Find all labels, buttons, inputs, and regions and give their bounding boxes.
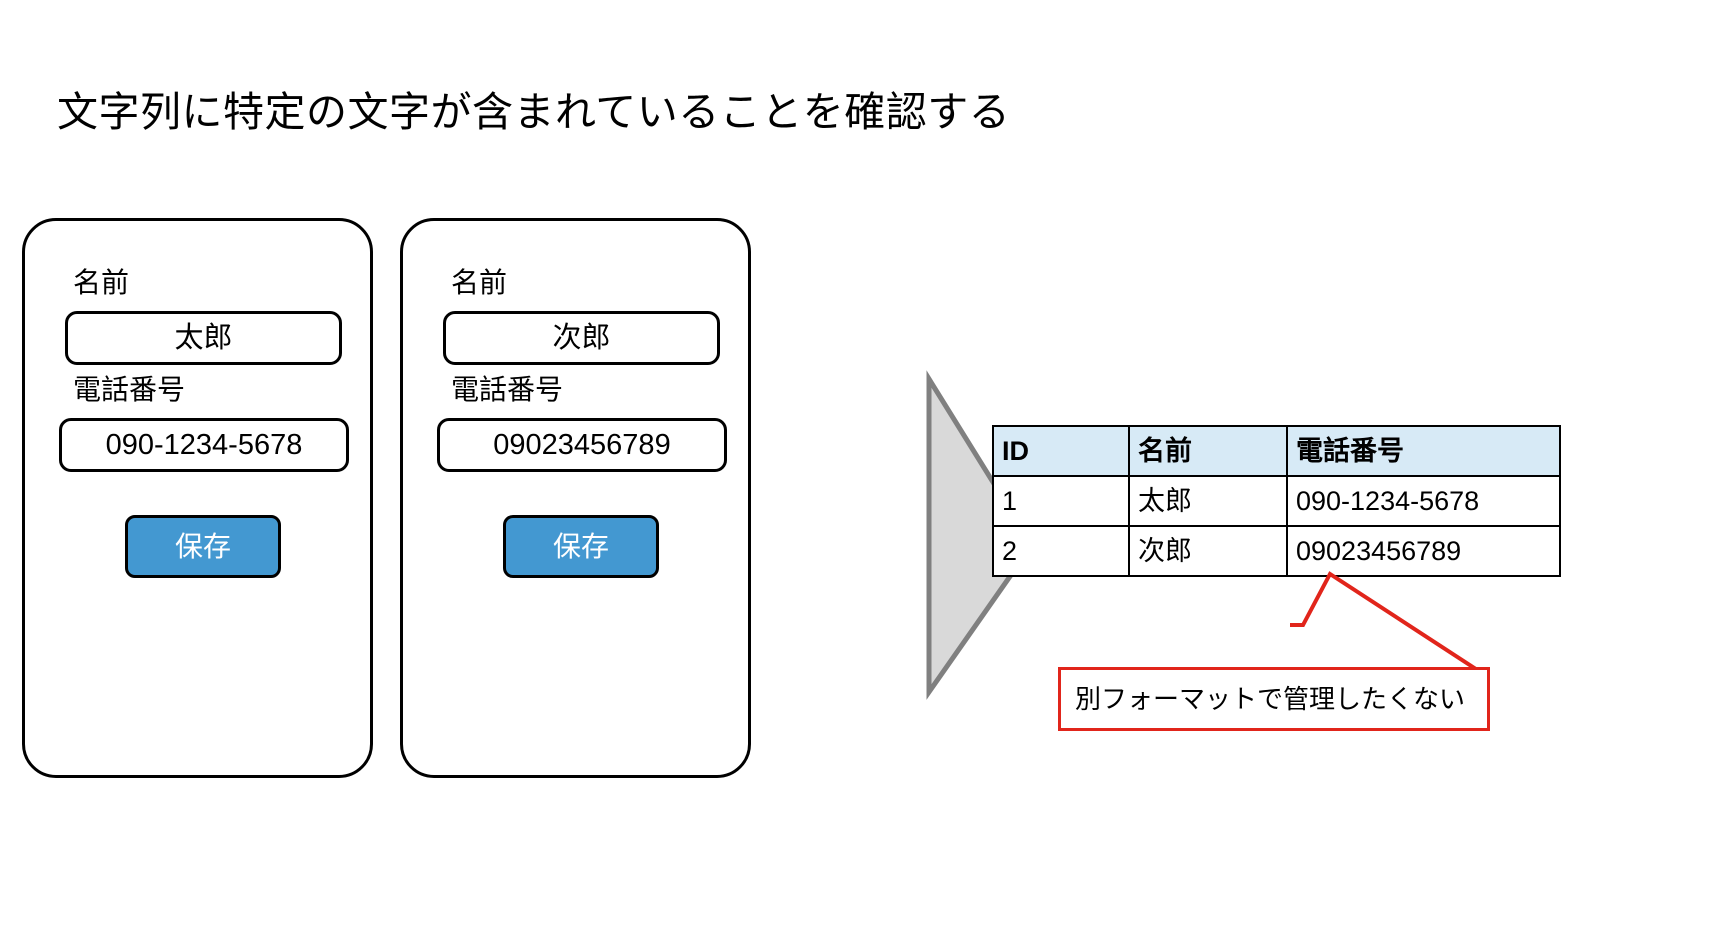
records-table: ID 名前 電話番号 1 太郎 090-1234-5678 2 次郎 09023… xyxy=(992,425,1561,577)
name-input-value: 次郎 xyxy=(552,321,611,354)
phone-label: 電話番号 xyxy=(73,374,186,405)
name-input-value: 太郎 xyxy=(174,321,233,354)
cell-id: 1 xyxy=(992,475,1130,527)
table-header-row: ID 名前 電話番号 xyxy=(992,425,1561,477)
column-header-id: ID xyxy=(992,425,1130,477)
table-row: 2 次郎 09023456789 xyxy=(992,525,1561,577)
callout-text: 別フォーマットで管理したくない xyxy=(1075,684,1466,714)
cell-tel: 090-1234-5678 xyxy=(1286,475,1561,527)
column-header-name: 名前 xyxy=(1128,425,1288,477)
table-row: 1 太郎 090-1234-5678 xyxy=(992,475,1561,527)
cell-tel: 09023456789 xyxy=(1286,525,1561,577)
form-card-1: 名前 太郎 電話番号 090-1234-5678 保存 xyxy=(22,218,373,778)
column-header-tel: 電話番号 xyxy=(1286,425,1561,477)
form-card-2: 名前 次郎 電話番号 09023456789 保存 xyxy=(400,218,751,778)
save-button[interactable]: 保存 xyxy=(125,515,281,578)
callout-leader-line xyxy=(1290,571,1482,670)
name-label: 名前 xyxy=(73,267,130,298)
triangle-right-icon xyxy=(926,370,1035,700)
save-button[interactable]: 保存 xyxy=(503,515,659,578)
name-label: 名前 xyxy=(451,267,508,298)
phone-label: 電話番号 xyxy=(451,374,564,405)
callout-box: 別フォーマットで管理したくない xyxy=(1058,667,1490,731)
phone-input-value: 090-1234-5678 xyxy=(105,428,303,461)
phone-input[interactable]: 09023456789 xyxy=(437,418,727,472)
phone-input-value: 09023456789 xyxy=(493,428,671,461)
name-input[interactable]: 次郎 xyxy=(443,311,720,365)
cell-id: 2 xyxy=(992,525,1130,577)
cell-name: 次郎 xyxy=(1128,525,1288,577)
name-input[interactable]: 太郎 xyxy=(65,311,342,365)
cell-name: 太郎 xyxy=(1128,475,1288,527)
page-title: 文字列に特定の文字が含まれていることを確認する xyxy=(57,89,1011,135)
phone-input[interactable]: 090-1234-5678 xyxy=(59,418,349,472)
